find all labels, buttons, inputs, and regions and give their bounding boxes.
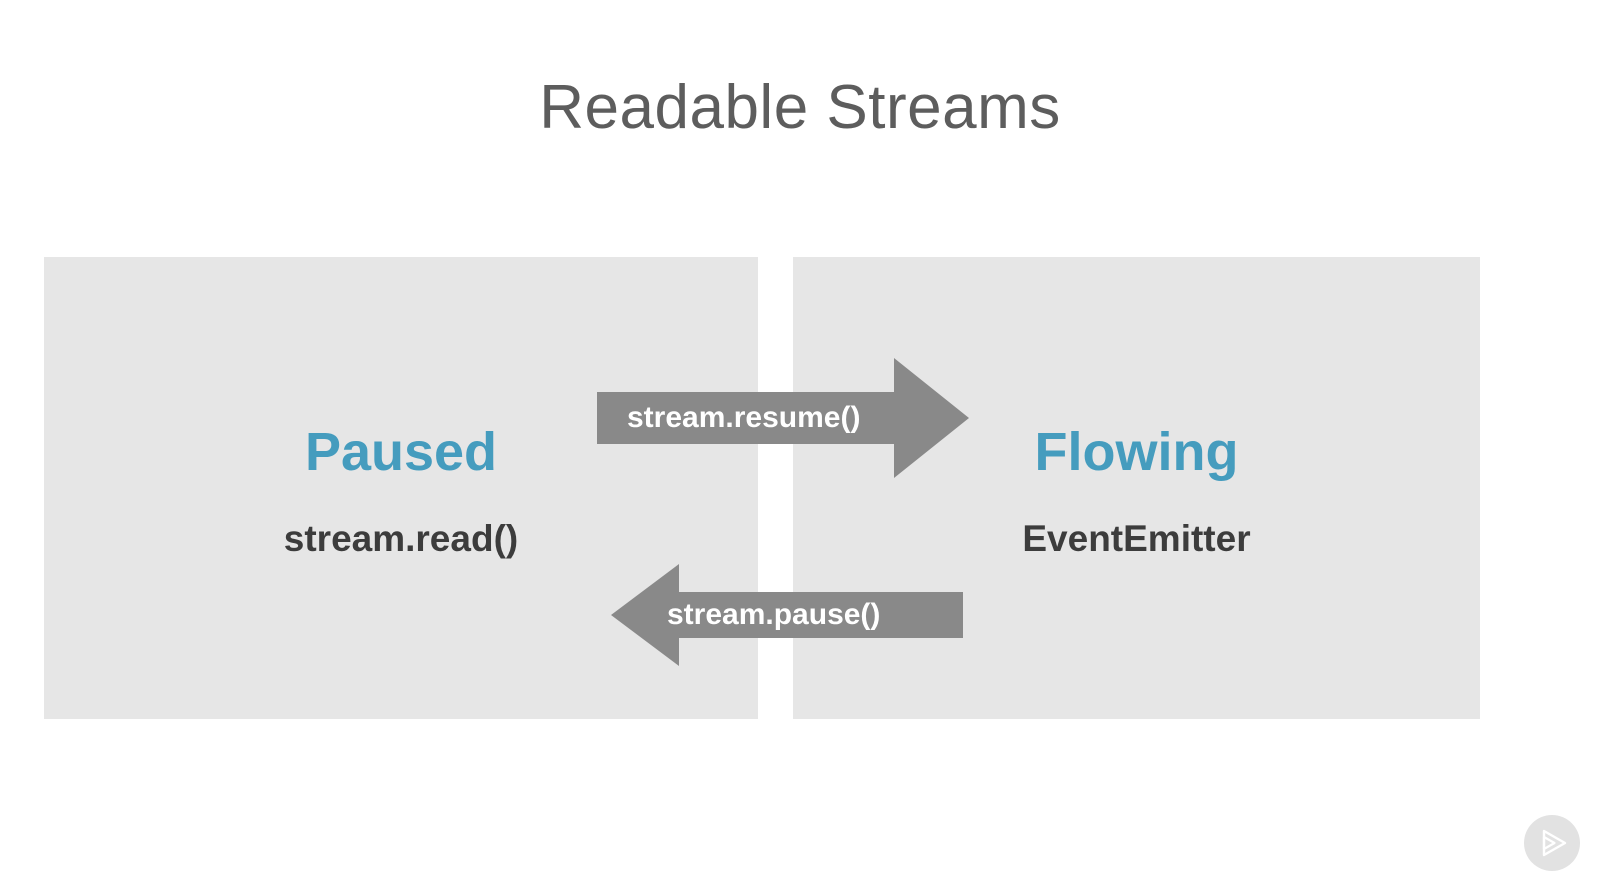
state-panel-flowing: Flowing EventEmitter <box>793 257 1480 719</box>
state-label-flowing: Flowing <box>1034 422 1239 482</box>
transition-arrow-resume: stream.resume() <box>597 356 969 480</box>
api-label-paused: stream.read() <box>283 518 519 559</box>
state-panel-paused: Paused stream.read() <box>44 257 758 719</box>
slidev-logo-watermark[interactable] <box>1524 815 1580 871</box>
arrow-right-icon <box>597 358 969 478</box>
play-logo-icon <box>1542 829 1567 857</box>
page-title: Readable Streams <box>539 72 1061 142</box>
api-label-flowing: EventEmitter <box>1022 518 1251 559</box>
transition-arrow-pause: stream.pause() <box>611 562 963 668</box>
arrow-left-icon <box>611 564 963 666</box>
state-label-paused: Paused <box>304 422 498 482</box>
